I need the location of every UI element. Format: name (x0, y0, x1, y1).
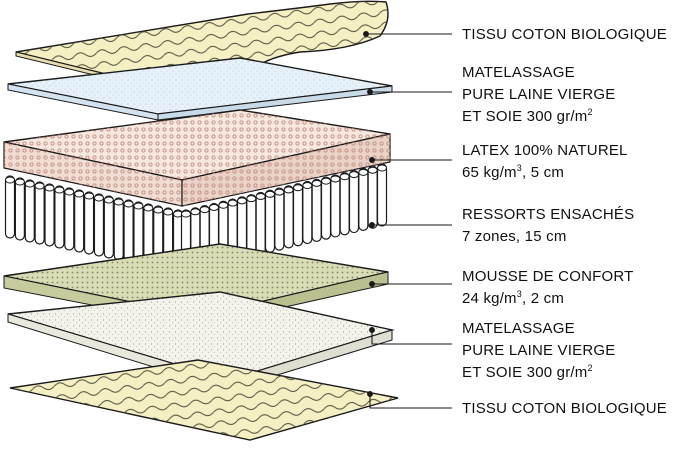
pocket-spring (264, 189, 276, 253)
pocket-spring (302, 180, 313, 245)
leader-lines (363, 31, 452, 409)
pocket-spring (64, 187, 75, 251)
pocket-spring-top (367, 166, 378, 174)
pocket-spring (123, 199, 134, 263)
pocket-spring (330, 174, 341, 238)
bottom-padding-layer (7, 291, 395, 391)
pocket-spring (358, 167, 369, 231)
pocket-spring-top (218, 201, 229, 209)
pocket-spring (376, 163, 388, 227)
pocket-spring-top (64, 188, 75, 196)
pocket-spring (93, 193, 105, 257)
pocket-spring (320, 176, 332, 240)
pocket-spring-top (163, 208, 174, 216)
pocket-spring-top (34, 182, 45, 190)
label-latex: LATEX 100% NATUREL 65 kg/m3, 5 cm (462, 142, 628, 181)
pocket-spring-top (74, 190, 85, 198)
pocket-spring-top (5, 176, 15, 184)
pocket-spring (113, 197, 124, 261)
pocket-spring-top (24, 180, 35, 188)
pocket-spring-top (44, 184, 55, 192)
pocket-springs-layer (4, 163, 388, 273)
pocket-spring (339, 172, 350, 236)
label-foam: MOUSSE DE CONFORT 24 kg/m3, 2 cm (462, 268, 634, 307)
pocket-spring (311, 178, 322, 242)
pocket-spring (292, 183, 304, 247)
pocket-spring (74, 189, 85, 253)
pocket-spring-top (181, 210, 191, 218)
label-top-fabric: TISSU COTON BIOLOGIQUE (462, 26, 667, 43)
pocket-spring-top (93, 194, 104, 202)
leader-bottom-fabric (367, 391, 452, 409)
label-top-padding: MATELASSAGE PURE LAINE VIERGE ET SOIE 30… (462, 64, 616, 125)
pocket-spring-top (358, 168, 369, 176)
pocket-spring-top (283, 186, 294, 194)
pocket-spring-top (311, 179, 322, 187)
pocket-spring (255, 191, 266, 256)
pocket-spring (133, 201, 144, 265)
leader-top-fabric (363, 31, 452, 37)
pocket-spring (34, 181, 45, 245)
pocket-spring-top (377, 164, 387, 172)
pocket-spring-top (330, 175, 341, 183)
pocket-spring (283, 185, 294, 249)
pocket-spring-top (293, 184, 303, 192)
pocket-spring-top (54, 186, 65, 194)
pocket-spring-top (84, 192, 95, 200)
label-bottom-padding: MATELASSAGE PURE LAINE VIERGE ET SOIE 30… (462, 320, 616, 381)
pocket-spring (4, 175, 16, 239)
pocket-spring (246, 194, 257, 258)
pocket-spring-top (133, 202, 144, 210)
pocket-spring-top (237, 197, 247, 205)
pocket-spring-top (143, 204, 154, 212)
pocket-spring-top (199, 206, 210, 214)
leader-latex (369, 157, 452, 163)
pocket-spring (367, 165, 378, 229)
top-padding-layer (7, 57, 393, 121)
label-bottom-fabric: TISSU COTON BIOLOGIQUE (462, 400, 667, 417)
leader-bottom-padding (369, 327, 452, 345)
label-springs: RESSORTS ENSACHÉS 7 zones, 15 cm (462, 206, 635, 245)
pocket-spring-top (227, 199, 238, 207)
pocket-spring-top (209, 203, 219, 211)
pocket-spring-top (153, 206, 164, 214)
leader-springs (369, 222, 452, 228)
pocket-spring-top (274, 188, 285, 196)
pocket-spring (83, 191, 95, 255)
leader-top-padding (367, 89, 452, 95)
pocket-spring-top (302, 182, 313, 190)
pocket-spring-top (321, 177, 331, 185)
pocket-spring (44, 183, 55, 247)
leader-foam (369, 281, 452, 287)
latex-layer (3, 109, 391, 207)
pocket-spring (14, 177, 25, 241)
pocket-spring-top (103, 196, 114, 204)
pocket-spring-top (255, 192, 266, 200)
pocket-spring-top (14, 178, 25, 186)
pocket-spring-top (339, 173, 350, 181)
pocket-spring (24, 179, 35, 243)
pocket-spring-top (123, 200, 134, 208)
pocket-spring-top (190, 208, 201, 216)
bottom-fabric-layer (9, 359, 399, 441)
pocket-spring-top (246, 195, 257, 203)
pocket-spring-top (349, 171, 359, 179)
pocket-spring (103, 195, 114, 259)
pocket-spring (274, 187, 285, 251)
pocket-spring-top (113, 198, 124, 206)
pocket-spring (348, 169, 360, 234)
pocket-spring (54, 185, 65, 249)
pocket-spring-top (265, 190, 275, 198)
